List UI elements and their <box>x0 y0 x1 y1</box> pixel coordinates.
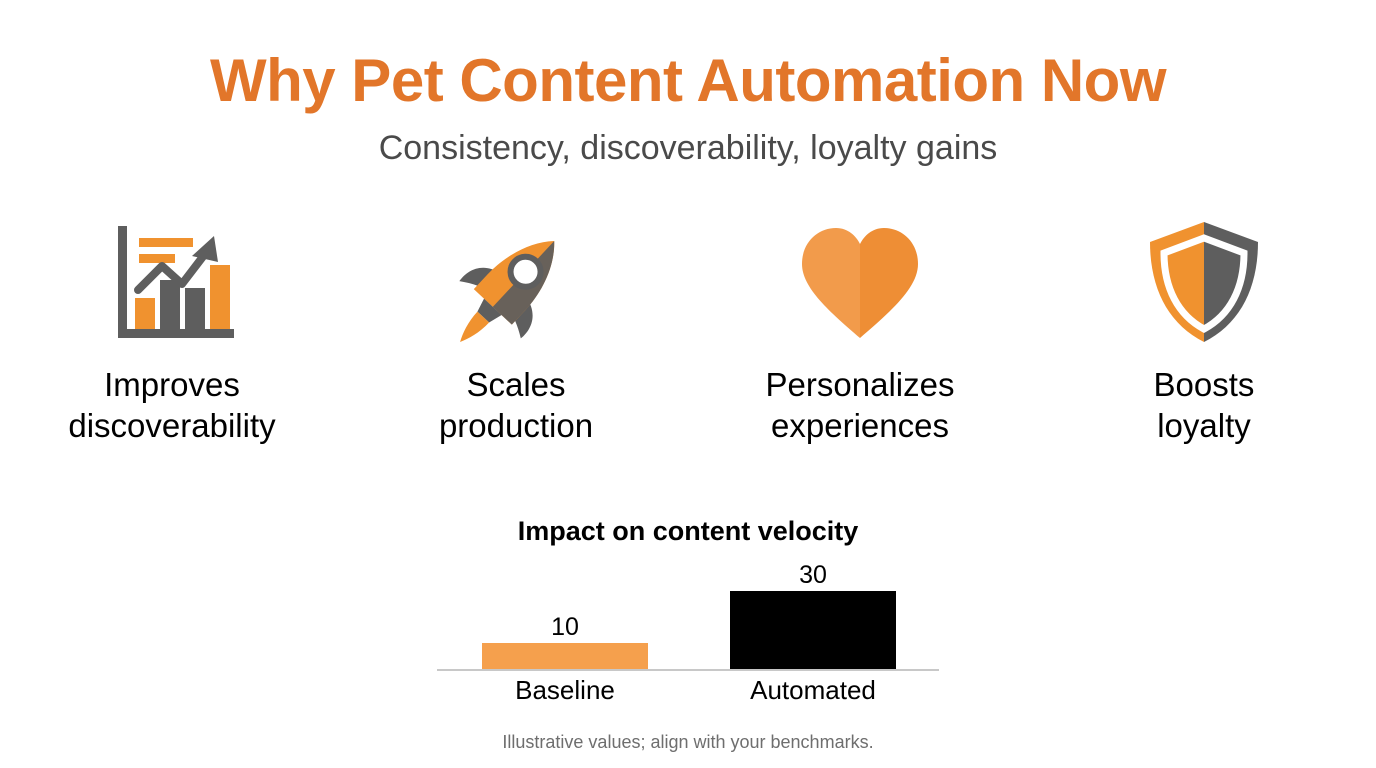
bar-chart-growth-icon <box>102 212 242 352</box>
bar-value-label: 30 <box>799 561 827 590</box>
bar-automated <box>730 591 896 670</box>
feature-item-improves-discoverability: Improves discoverability <box>11 212 333 447</box>
page-title: Why Pet Content Automation Now <box>209 47 1167 114</box>
category-label-baseline: Baseline <box>515 675 615 706</box>
feature-item-scales-production: Scales production <box>355 212 677 447</box>
feature-item-personalizes-experiences: Personalizes experiences <box>699 212 1021 447</box>
chart-plot-area: 10 30 <box>437 553 939 672</box>
chart-category-labels: Baseline Automated <box>437 675 939 709</box>
bar-group-baseline: 10 <box>482 553 648 670</box>
shield-icon <box>1134 212 1274 352</box>
feature-item-boosts-loyalty: Boosts loyalty <box>1043 212 1365 447</box>
bar-group-automated: 30 <box>730 553 896 670</box>
feature-label: Scales production <box>438 366 594 445</box>
rocket-icon <box>446 212 586 352</box>
impact-chart: Impact on content velocity 10 30 Baselin… <box>0 515 1376 755</box>
feature-label: Improves discoverability <box>68 366 276 445</box>
bar-baseline <box>482 643 648 670</box>
feature-label: Boosts loyalty <box>1153 366 1255 445</box>
bar-value-label: 10 <box>551 613 579 642</box>
heart-icon <box>790 212 930 352</box>
chart-footnote: Illustrative values; align with your ben… <box>502 732 874 753</box>
feature-row: Improves discoverability <box>0 212 1376 447</box>
chart-axis-line <box>437 669 939 672</box>
slide-header: Why Pet Content Automation Now Consisten… <box>0 0 1376 169</box>
page-subtitle: Consistency, discoverability, loyalty ga… <box>378 129 998 167</box>
feature-label: Personalizes experiences <box>765 366 955 445</box>
chart-title: Impact on content velocity <box>517 516 859 546</box>
category-label-automated: Automated <box>750 675 876 706</box>
